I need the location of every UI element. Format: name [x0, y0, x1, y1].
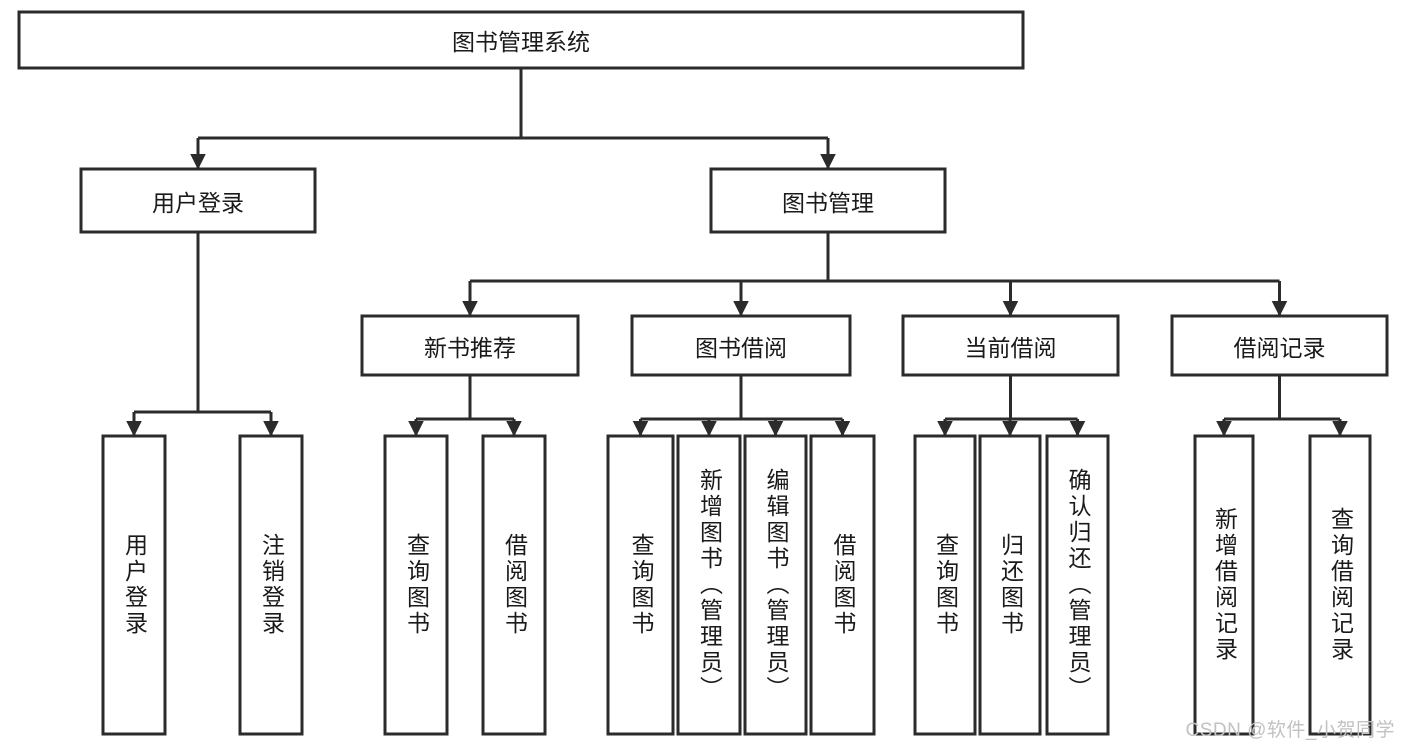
nodes-layer [17, 10, 1389, 736]
level3-node-box-2[interactable] [901, 314, 1120, 377]
leaf-node-box-1[interactable] [238, 434, 304, 736]
edges-layer [126, 68, 1348, 437]
leaf-node-box-7[interactable] [809, 434, 876, 736]
level3-node-box-1[interactable] [630, 314, 852, 377]
leaf-node-box-0[interactable] [101, 434, 167, 736]
root-node-box[interactable] [17, 10, 1025, 70]
watermark-text: CSDN @软件_小贺同学 [1185, 720, 1395, 741]
level2-node-box-0[interactable] [79, 167, 317, 234]
level2-node-box-1[interactable] [709, 167, 947, 234]
leaf-node-box-12[interactable] [1308, 434, 1372, 736]
leaf-node-box-2[interactable] [383, 434, 449, 736]
leaf-node-box-4[interactable] [606, 434, 675, 736]
leaf-node-box-8[interactable] [913, 434, 977, 736]
leaf-node-box-9[interactable] [978, 434, 1042, 736]
level3-node-box-0[interactable] [360, 314, 580, 377]
leaf-node-box-11[interactable] [1193, 434, 1255, 736]
level3-node-box-3[interactable] [1170, 314, 1389, 377]
leaf-node-box-3[interactable] [481, 434, 547, 736]
leaf-node-box-5[interactable] [676, 434, 742, 736]
leaf-node-box-6[interactable] [743, 434, 808, 736]
leaf-node-box-10[interactable] [1045, 434, 1110, 736]
